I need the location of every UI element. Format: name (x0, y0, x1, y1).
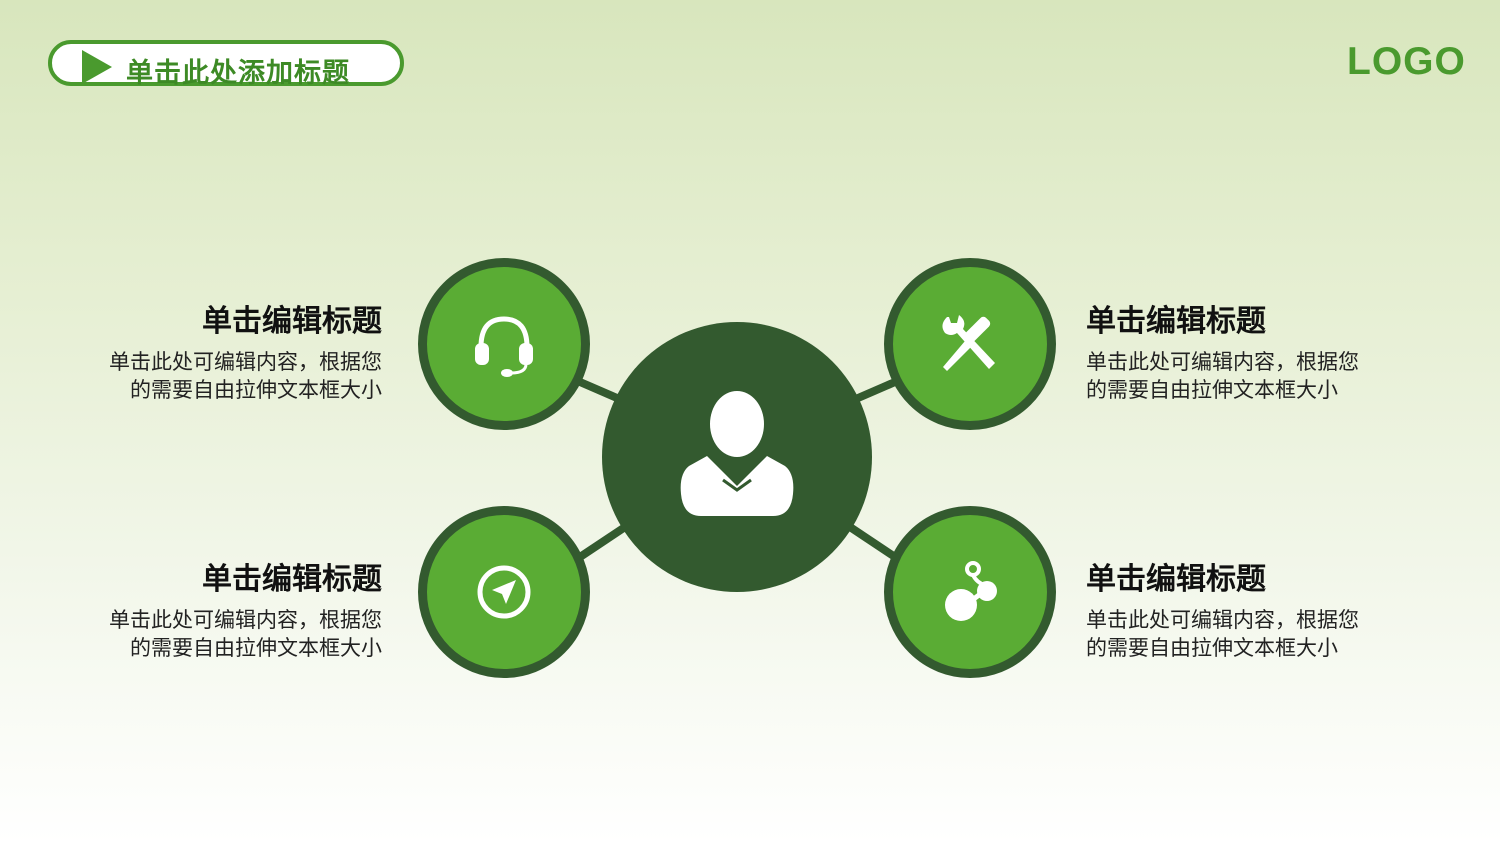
center-circle (602, 322, 872, 592)
item-description[interactable]: 单击此处可编辑内容，根据您的需要自由拉伸文本框大小 (109, 608, 382, 660)
node-headset[interactable] (418, 258, 590, 430)
item-description[interactable]: 单击此处可编辑内容，根据您的需要自由拉伸文本框大小 (1086, 608, 1359, 660)
node-tools[interactable] (884, 258, 1056, 430)
text-block-top-left: 单击编辑标题 单击此处可编辑内容，根据您的需要自由拉伸文本框大小 (102, 296, 382, 404)
item-title[interactable]: 单击编辑标题 (202, 304, 382, 339)
title-banner[interactable]: 单击此处添加标题 (48, 40, 404, 89)
item-title[interactable]: 单击编辑标题 (1086, 562, 1266, 597)
text-block-bottom-right: 单击编辑标题 单击此处可编辑内容，根据您的需要自由拉伸文本框大小 (1086, 554, 1366, 662)
logo: LOGO (1347, 40, 1466, 83)
item-description[interactable]: 单击此处可编辑内容，根据您的需要自由拉伸文本框大小 (109, 350, 382, 402)
node-link[interactable] (884, 506, 1056, 678)
slide-title[interactable]: 单击此处添加标题 (126, 58, 350, 89)
item-title[interactable]: 单击编辑标题 (1086, 304, 1266, 339)
text-block-bottom-left: 单击编辑标题 单击此处可编辑内容，根据您的需要自由拉伸文本框大小 (102, 554, 382, 662)
person-icon (680, 391, 794, 516)
headset-icon (475, 316, 533, 377)
navigation-icon (477, 565, 531, 619)
text-block-top-right: 单击编辑标题 单击此处可编辑内容，根据您的需要自由拉伸文本框大小 (1086, 296, 1366, 404)
link-icon (945, 561, 997, 621)
node-navigation[interactable] (418, 506, 590, 678)
item-description[interactable]: 单击此处可编辑内容，根据您的需要自由拉伸文本框大小 (1086, 350, 1359, 402)
play-icon (82, 50, 112, 84)
tools-icon (942, 315, 995, 371)
item-title[interactable]: 单击编辑标题 (202, 562, 382, 597)
